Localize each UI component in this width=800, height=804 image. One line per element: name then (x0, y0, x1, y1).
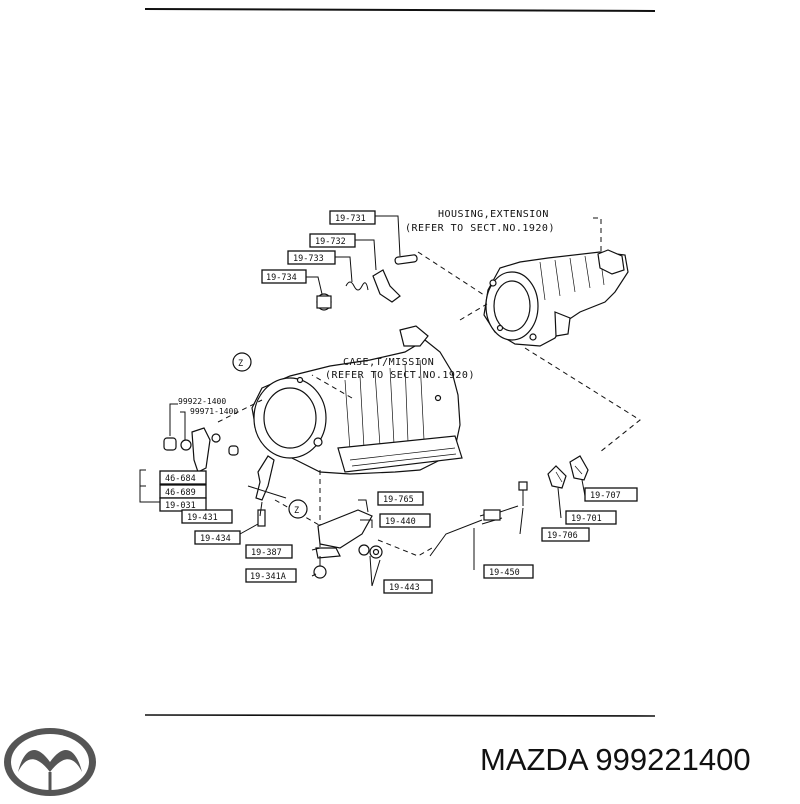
svg-text:19-031: 19-031 (165, 501, 196, 511)
callout-19-450: 19-450 (483, 564, 534, 579)
svg-text:19-701: 19-701 (571, 514, 602, 524)
svg-text:19-732: 19-732 (315, 237, 346, 247)
callout-46-689: 46-689 (159, 484, 207, 499)
circle-marker-z-upper: Z (232, 352, 252, 372)
callout-46-684: 46-684 (159, 470, 207, 485)
callout-19-734: 19-734 (261, 269, 307, 284)
svg-text:19-765: 19-765 (383, 495, 414, 505)
bracket-parts (313, 509, 383, 579)
housing-note-line1: HOUSING,EXTENSION (438, 209, 549, 220)
callout-19-701: 19-701 (565, 510, 617, 525)
callout-19-707: 19-707 (584, 487, 638, 502)
housing-note-line2: (REFER TO SECT.NO.1920) (405, 223, 555, 234)
callout-19-706: 19-706 (541, 527, 590, 542)
brand-caption: MAZDA 999221400 (480, 742, 751, 777)
svg-text:19-734: 19-734 (266, 273, 297, 283)
callout-19-341a: 19-341A (245, 568, 297, 583)
svg-text:19-733: 19-733 (293, 254, 324, 264)
transmission-case (251, 325, 463, 475)
leaders-right (311, 479, 586, 587)
svg-text:46-684: 46-684 (165, 474, 196, 484)
svg-text:19-706: 19-706 (547, 531, 578, 541)
case-note-line2: (REFER TO SECT.NO.1920) (325, 370, 475, 381)
svg-text:19-440: 19-440 (385, 517, 416, 527)
detent-parts-top (316, 254, 418, 311)
circle-marker-z-lower: Z (288, 499, 308, 519)
cable-and-right-parts (429, 455, 589, 557)
callout-19-731: 19-731 (329, 210, 376, 225)
callout-19-443: 19-443 (383, 579, 433, 594)
part-99971-1400: 99971-1400 (190, 407, 238, 416)
svg-text:Z: Z (294, 506, 299, 516)
leaders-top (302, 215, 401, 295)
callout-19-431: 19-431 (181, 509, 233, 524)
callout-19-031: 19-031 (159, 497, 207, 512)
mazda-logo (4, 728, 96, 796)
svg-text:19-707: 19-707 (590, 491, 621, 501)
top-rule (144, 8, 656, 12)
svg-text:19-731: 19-731 (335, 214, 366, 224)
svg-text:19-443: 19-443 (389, 583, 420, 593)
callout-19-440: 19-440 (379, 513, 431, 528)
svg-text:Z: Z (238, 359, 243, 369)
svg-text:46-689: 46-689 (165, 488, 196, 498)
manual-lever-parts (163, 427, 287, 527)
case-note-line1: CASE,T/MISSION (343, 357, 434, 368)
svg-text:19-431: 19-431 (187, 513, 218, 523)
alignment-dashes (217, 217, 641, 557)
svg-text:19-341A: 19-341A (250, 572, 286, 582)
bottom-rule (144, 714, 656, 717)
callout-19-732: 19-732 (309, 233, 356, 248)
callout-19-434: 19-434 (194, 530, 241, 545)
part-99922-1400: 99922-1400 (178, 397, 226, 406)
svg-text:19-387: 19-387 (251, 548, 282, 558)
svg-text:19-450: 19-450 (489, 568, 520, 578)
callout-19-733: 19-733 (287, 250, 336, 265)
extension-housing (483, 249, 629, 347)
callout-19-387: 19-387 (245, 544, 293, 559)
svg-text:19-434: 19-434 (200, 534, 231, 544)
callout-19-765: 19-765 (377, 491, 424, 506)
